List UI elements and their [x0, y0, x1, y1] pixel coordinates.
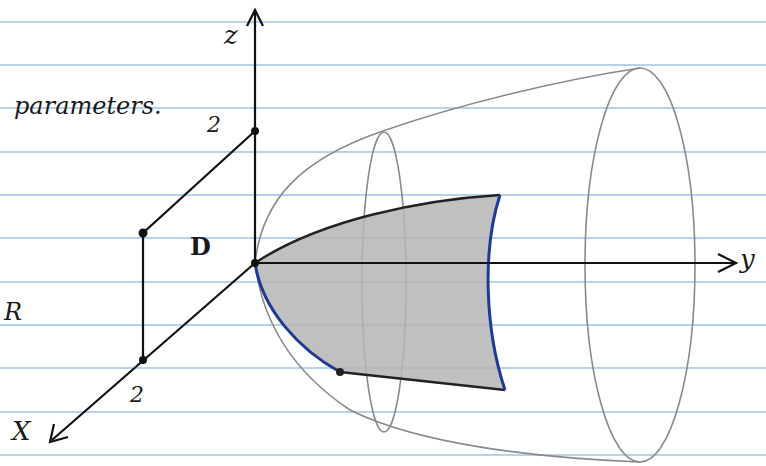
tick-label: 2	[207, 114, 221, 136]
ruled-lines	[0, 22, 766, 455]
region-edge	[340, 372, 505, 390]
tick-label: 2	[130, 384, 144, 406]
tick-dot	[251, 127, 259, 135]
region-edge	[255, 263, 340, 372]
region-edge	[255, 195, 500, 263]
point-dot	[336, 368, 344, 376]
axis-label: X	[12, 418, 31, 444]
paraboloid-outline	[255, 68, 695, 462]
origin-dot	[251, 259, 259, 267]
axis-label: z	[224, 22, 238, 48]
note-text: parameters.	[14, 94, 162, 118]
region-label: D	[190, 235, 211, 259]
region-edge	[488, 195, 505, 390]
corner-dot	[139, 229, 148, 238]
shaded-surface	[255, 195, 505, 390]
axes	[50, 10, 736, 442]
note-text: R	[4, 300, 22, 324]
axis-label: y	[740, 246, 755, 272]
tick-dot	[139, 356, 147, 364]
